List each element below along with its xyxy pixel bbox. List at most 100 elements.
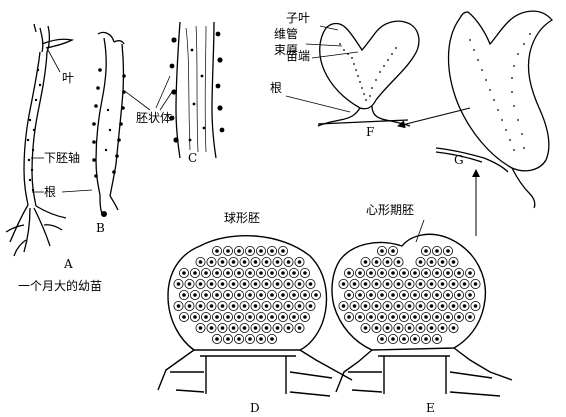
cell-nucleus [270, 249, 274, 253]
embryo-cell [233, 245, 244, 256]
embryo-cell [437, 256, 448, 267]
embryo-cell [354, 311, 365, 322]
embryo-cell [277, 289, 288, 300]
cell-nucleus [429, 304, 434, 308]
cell-nucleus [297, 326, 302, 330]
cell-nucleus [314, 293, 318, 297]
embryo-cell [250, 300, 261, 311]
embryo-cell [222, 311, 233, 322]
embryo-cell [393, 278, 404, 289]
cell-nucleus [297, 282, 302, 286]
cell-nucleus [391, 315, 395, 319]
embryo-cell [387, 333, 398, 344]
cell-nucleus [259, 271, 263, 275]
cell-nucleus [440, 282, 445, 286]
embryo-cell [277, 267, 288, 278]
cell-nucleus [286, 282, 291, 286]
cell-nucleus [435, 315, 439, 319]
cell-nucleus [292, 293, 296, 297]
embryo-cell [310, 289, 321, 300]
embryo-cell [453, 311, 464, 322]
cell-nucleus [418, 304, 423, 308]
embryo-cell [305, 300, 316, 311]
embryo-cell [442, 289, 453, 300]
cell-nucleus [380, 315, 384, 319]
cell-nucleus [418, 326, 423, 330]
embryo-cell [272, 322, 283, 333]
embryo-cell [211, 311, 222, 322]
cell-nucleus [358, 293, 362, 297]
cell-nucleus [259, 249, 263, 253]
embryo-cell [195, 256, 206, 267]
embryo-cell [409, 267, 420, 278]
embryo-cell [349, 300, 360, 311]
panel-letter-g: G [454, 153, 464, 167]
embryo-cell [266, 245, 277, 256]
cell-nucleus [220, 282, 225, 286]
embryo-cell [239, 256, 250, 267]
cell-nucleus [396, 282, 401, 286]
cell-nucleus [440, 304, 445, 308]
embryo-cell [382, 300, 393, 311]
embryo-cell [288, 289, 299, 300]
embryo-cell [195, 300, 206, 311]
cell-nucleus [242, 260, 247, 264]
embryo-cell [382, 278, 393, 289]
cell-nucleus [369, 271, 373, 275]
stem-c [175, 21, 217, 159]
cell-nucleus [286, 326, 291, 330]
cell-nucleus [341, 282, 346, 286]
leader-embryoid-1 [125, 91, 151, 111]
embryo-cell [217, 278, 228, 289]
embryo-cell [217, 300, 228, 311]
cell-nucleus [341, 304, 346, 308]
embryo-cell [453, 289, 464, 300]
cell-nucleus [468, 293, 472, 297]
embryo-cell [244, 289, 255, 300]
cell-nucleus [429, 326, 434, 330]
embryo-cell [376, 311, 387, 322]
embryo-cell [266, 311, 277, 322]
embryo-e [331, 233, 513, 397]
cell-nucleus [281, 293, 285, 297]
embryo-cell [426, 300, 437, 311]
embryo-cell [360, 256, 371, 267]
cell-nucleus [248, 271, 252, 275]
embryo-cell [283, 256, 294, 267]
embryo-cell [354, 267, 365, 278]
cell-nucleus [253, 260, 258, 264]
embryo-cell [189, 289, 200, 300]
seedling-a-texture [26, 68, 42, 192]
leader-heart [415, 219, 425, 243]
embryo-cell [299, 289, 310, 300]
cell-nucleus [457, 315, 461, 319]
cell-nucleus [435, 271, 439, 275]
cell-nucleus [396, 260, 401, 264]
cell-nucleus [462, 282, 467, 286]
cell-nucleus [402, 337, 406, 341]
cell-nucleus [380, 249, 384, 253]
cell-nucleus [413, 315, 417, 319]
embryo-cell [255, 245, 266, 256]
embryo-cell [398, 267, 409, 278]
cell-nucleus [462, 304, 467, 308]
embryo-cell [464, 289, 475, 300]
embryo-cell [305, 278, 316, 289]
cell-nucleus [385, 304, 390, 308]
embryo-cell [206, 278, 217, 289]
embryo-cell [294, 300, 305, 311]
embryo-cell [228, 278, 239, 289]
cell-nucleus [369, 293, 373, 297]
cell-nucleus [435, 249, 439, 253]
cell-nucleus [308, 304, 313, 308]
cell-nucleus [451, 260, 456, 264]
cell-nucleus [391, 293, 395, 297]
panel-letter-e: E [426, 401, 435, 415]
embryo-cell [382, 256, 393, 267]
embryo-cell [255, 267, 266, 278]
cell-nucleus [187, 304, 192, 308]
cell-nucleus [446, 293, 450, 297]
cell-nucleus [286, 304, 291, 308]
cell-nucleus [424, 249, 428, 253]
cell-nucleus [451, 326, 456, 330]
